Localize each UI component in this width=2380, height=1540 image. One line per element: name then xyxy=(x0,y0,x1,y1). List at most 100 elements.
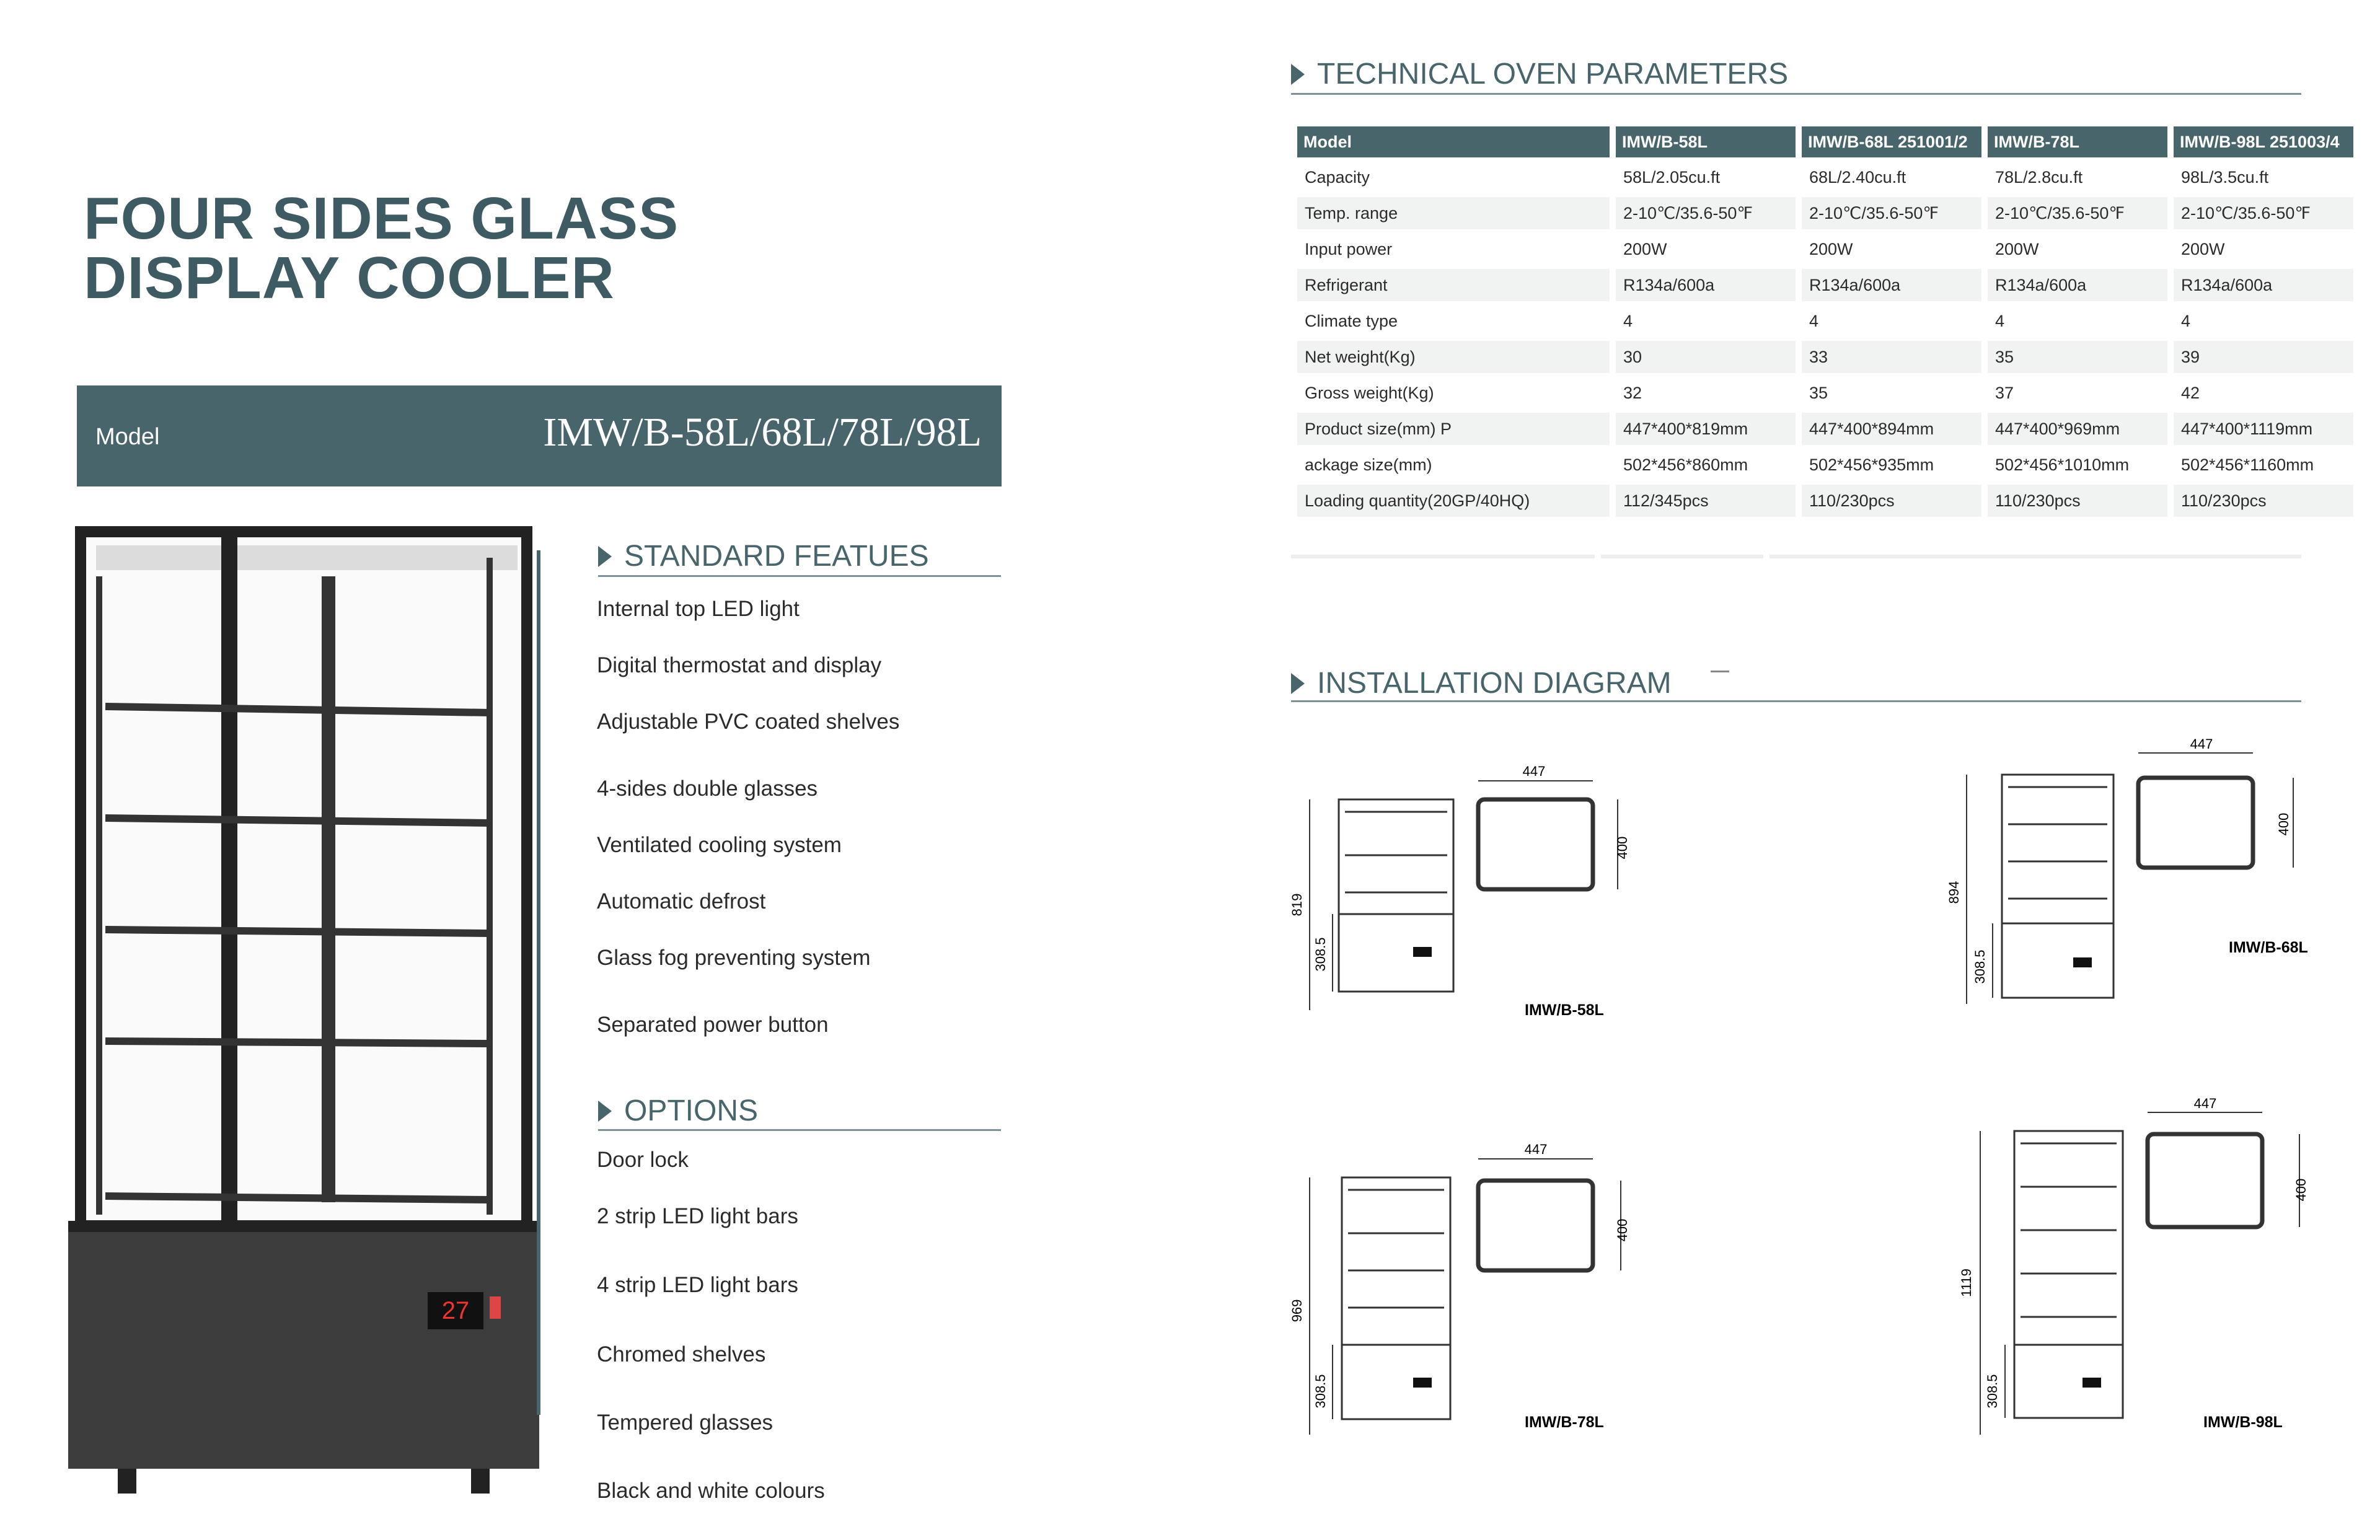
table-cell: Product size(mm) P xyxy=(1297,413,1610,445)
triangle-bullet-icon xyxy=(598,545,612,567)
title-line-2: DISPLAY COOLER xyxy=(84,245,615,311)
option-item: 4 strip LED light bars xyxy=(597,1273,798,1297)
table-cell: 200W xyxy=(1623,239,1667,258)
table-cell: 42 xyxy=(2181,383,2200,402)
table-cell: 68L/2.40cu.ft xyxy=(1809,167,1906,187)
table-cell: R134a/600a xyxy=(1988,269,2167,301)
table-cell: 4 xyxy=(1809,311,1819,330)
base-label: 308.5 xyxy=(1313,937,1328,971)
table-cell: 35 xyxy=(1809,383,1828,402)
table-cell: 502*456*1010mm xyxy=(1995,455,2130,474)
table-header-row: Model IMW/B-58L IMW/B-68L 251001/2 IMW/B… xyxy=(1297,126,2353,157)
display-value: 27 xyxy=(442,1297,470,1324)
installation-rule xyxy=(1291,700,2301,702)
diagram-model-label: IMW/B-68L xyxy=(2229,939,2308,956)
table-cell: 200W xyxy=(1995,239,2039,258)
cabinet-base xyxy=(68,1221,539,1469)
width-label: 447 xyxy=(2190,736,2213,752)
option-item: Door lock xyxy=(597,1148,689,1172)
table-header-cell: IMW/B-58L xyxy=(1616,126,1796,157)
option-item: Black and white colours xyxy=(597,1479,825,1503)
feature-item: 4-sides double glasses xyxy=(597,777,818,801)
table-cell: Refrigerant xyxy=(1297,269,1610,301)
width-label: 447 xyxy=(1523,763,1546,779)
glass-frame xyxy=(75,526,532,1231)
table-cell: 78L/2.8cu.ft xyxy=(1995,167,2083,187)
table-cell: Climate type xyxy=(1305,311,1398,330)
feature-item: Internal top LED light xyxy=(597,597,800,621)
divider-line xyxy=(537,550,540,1415)
table-cell: 98L/3.5cu.ft xyxy=(2181,167,2269,187)
table-cell: 447*400*819mm xyxy=(1616,413,1796,445)
table-cell: 2-10℃/35.6-50℉ xyxy=(1802,197,1981,229)
options-heading: OPTIONS xyxy=(598,1094,758,1128)
technical-heading: TECHNICAL OVEN PARAMETERS xyxy=(1291,57,1788,91)
option-item: Chromed shelves xyxy=(597,1342,766,1366)
installation-heading: INSTALLATION DIAGRAM xyxy=(1291,666,1672,700)
table-cell: 4 xyxy=(1623,311,1633,330)
option-item: 2 strip LED light bars xyxy=(597,1204,798,1228)
parameters-table: Model IMW/B-58L IMW/B-68L 251001/2 IMW/B… xyxy=(1291,123,2360,521)
option-item: Tempered glasses xyxy=(597,1410,774,1435)
table-cell: Capacity xyxy=(1305,167,1370,187)
table-cell: 33 xyxy=(1802,341,1981,373)
table-cell: Net weight(Kg) xyxy=(1297,341,1610,373)
table-cell: R134a/600a xyxy=(1616,269,1796,301)
technical-rule xyxy=(1291,93,2301,95)
table-cell: 502*456*935mm xyxy=(1809,455,1934,474)
top-led-panel xyxy=(96,545,518,570)
table-cell: 4 xyxy=(2181,311,2191,330)
feature-item: Automatic defrost xyxy=(597,889,766,913)
table-footer-strip xyxy=(1291,555,1595,558)
depth-label: 400 xyxy=(2276,813,2291,836)
triangle-bullet-icon xyxy=(1291,672,1305,694)
feature-item: Ventilated cooling system xyxy=(597,833,842,857)
table-cell: 110/230pcs xyxy=(2174,485,2353,517)
table-footer-strip xyxy=(1770,555,2301,558)
width-label: 447 xyxy=(1525,1142,1548,1157)
feature-item: Separated power button xyxy=(597,1013,829,1037)
diagram-98l: 447 400 1119 308.5 IMW/B-98L xyxy=(1959,1096,2309,1435)
title-line-1: FOUR SIDES GLASS xyxy=(84,185,679,252)
diagram-78l: 447 400 969 308.5 IMW/B-78L xyxy=(1289,1142,1630,1435)
depth-label: 400 xyxy=(2293,1179,2309,1202)
table-cell: 35 xyxy=(1988,341,2167,373)
feature-item: Adjustable PVC coated shelves xyxy=(597,710,900,734)
table-header-cell: IMW/B-78L xyxy=(1988,126,2167,157)
page-title: FOUR SIDES GLASS DISPLAY COOLER xyxy=(84,189,679,308)
table-cell: 2-10℃/35.6-50℉ xyxy=(2174,197,2353,229)
power-button xyxy=(490,1296,501,1319)
base-label: 308.5 xyxy=(1985,1374,2000,1408)
table-cell: 447*400*1119mm xyxy=(2174,413,2353,445)
table-cell: Temp. range xyxy=(1297,197,1610,229)
diagram-model-label: IMW/B-98L xyxy=(2203,1414,2283,1431)
width-label: 447 xyxy=(2194,1096,2217,1111)
feature-item: Glass fog preventing system xyxy=(597,946,871,970)
table-cell: 110/230pcs xyxy=(1802,485,1981,517)
height-label: 894 xyxy=(1946,881,1962,904)
table-cell: Loading quantity(20GP/40HQ) xyxy=(1297,485,1610,517)
digital-display xyxy=(428,1292,483,1329)
depth-label: 400 xyxy=(1615,837,1630,860)
height-label: 819 xyxy=(1289,894,1305,917)
base-label: 308.5 xyxy=(1313,1374,1328,1408)
model-label: Model xyxy=(95,424,160,450)
table-cell: 39 xyxy=(2174,341,2353,373)
table-cell: Gross weight(Kg) xyxy=(1305,383,1434,402)
standard-features-heading: STANDARD FEATUES xyxy=(598,539,929,573)
table-cell: 200W xyxy=(2181,239,2225,258)
height-label: 1119 xyxy=(1959,1269,1974,1297)
diagram-model-label: IMW/B-78L xyxy=(1525,1414,1604,1431)
diagram-58l: 447 400 819 308.5 IMW/B-58L xyxy=(1289,763,1630,1019)
table-footer-strip xyxy=(1601,555,1763,558)
shelves xyxy=(105,703,490,1203)
